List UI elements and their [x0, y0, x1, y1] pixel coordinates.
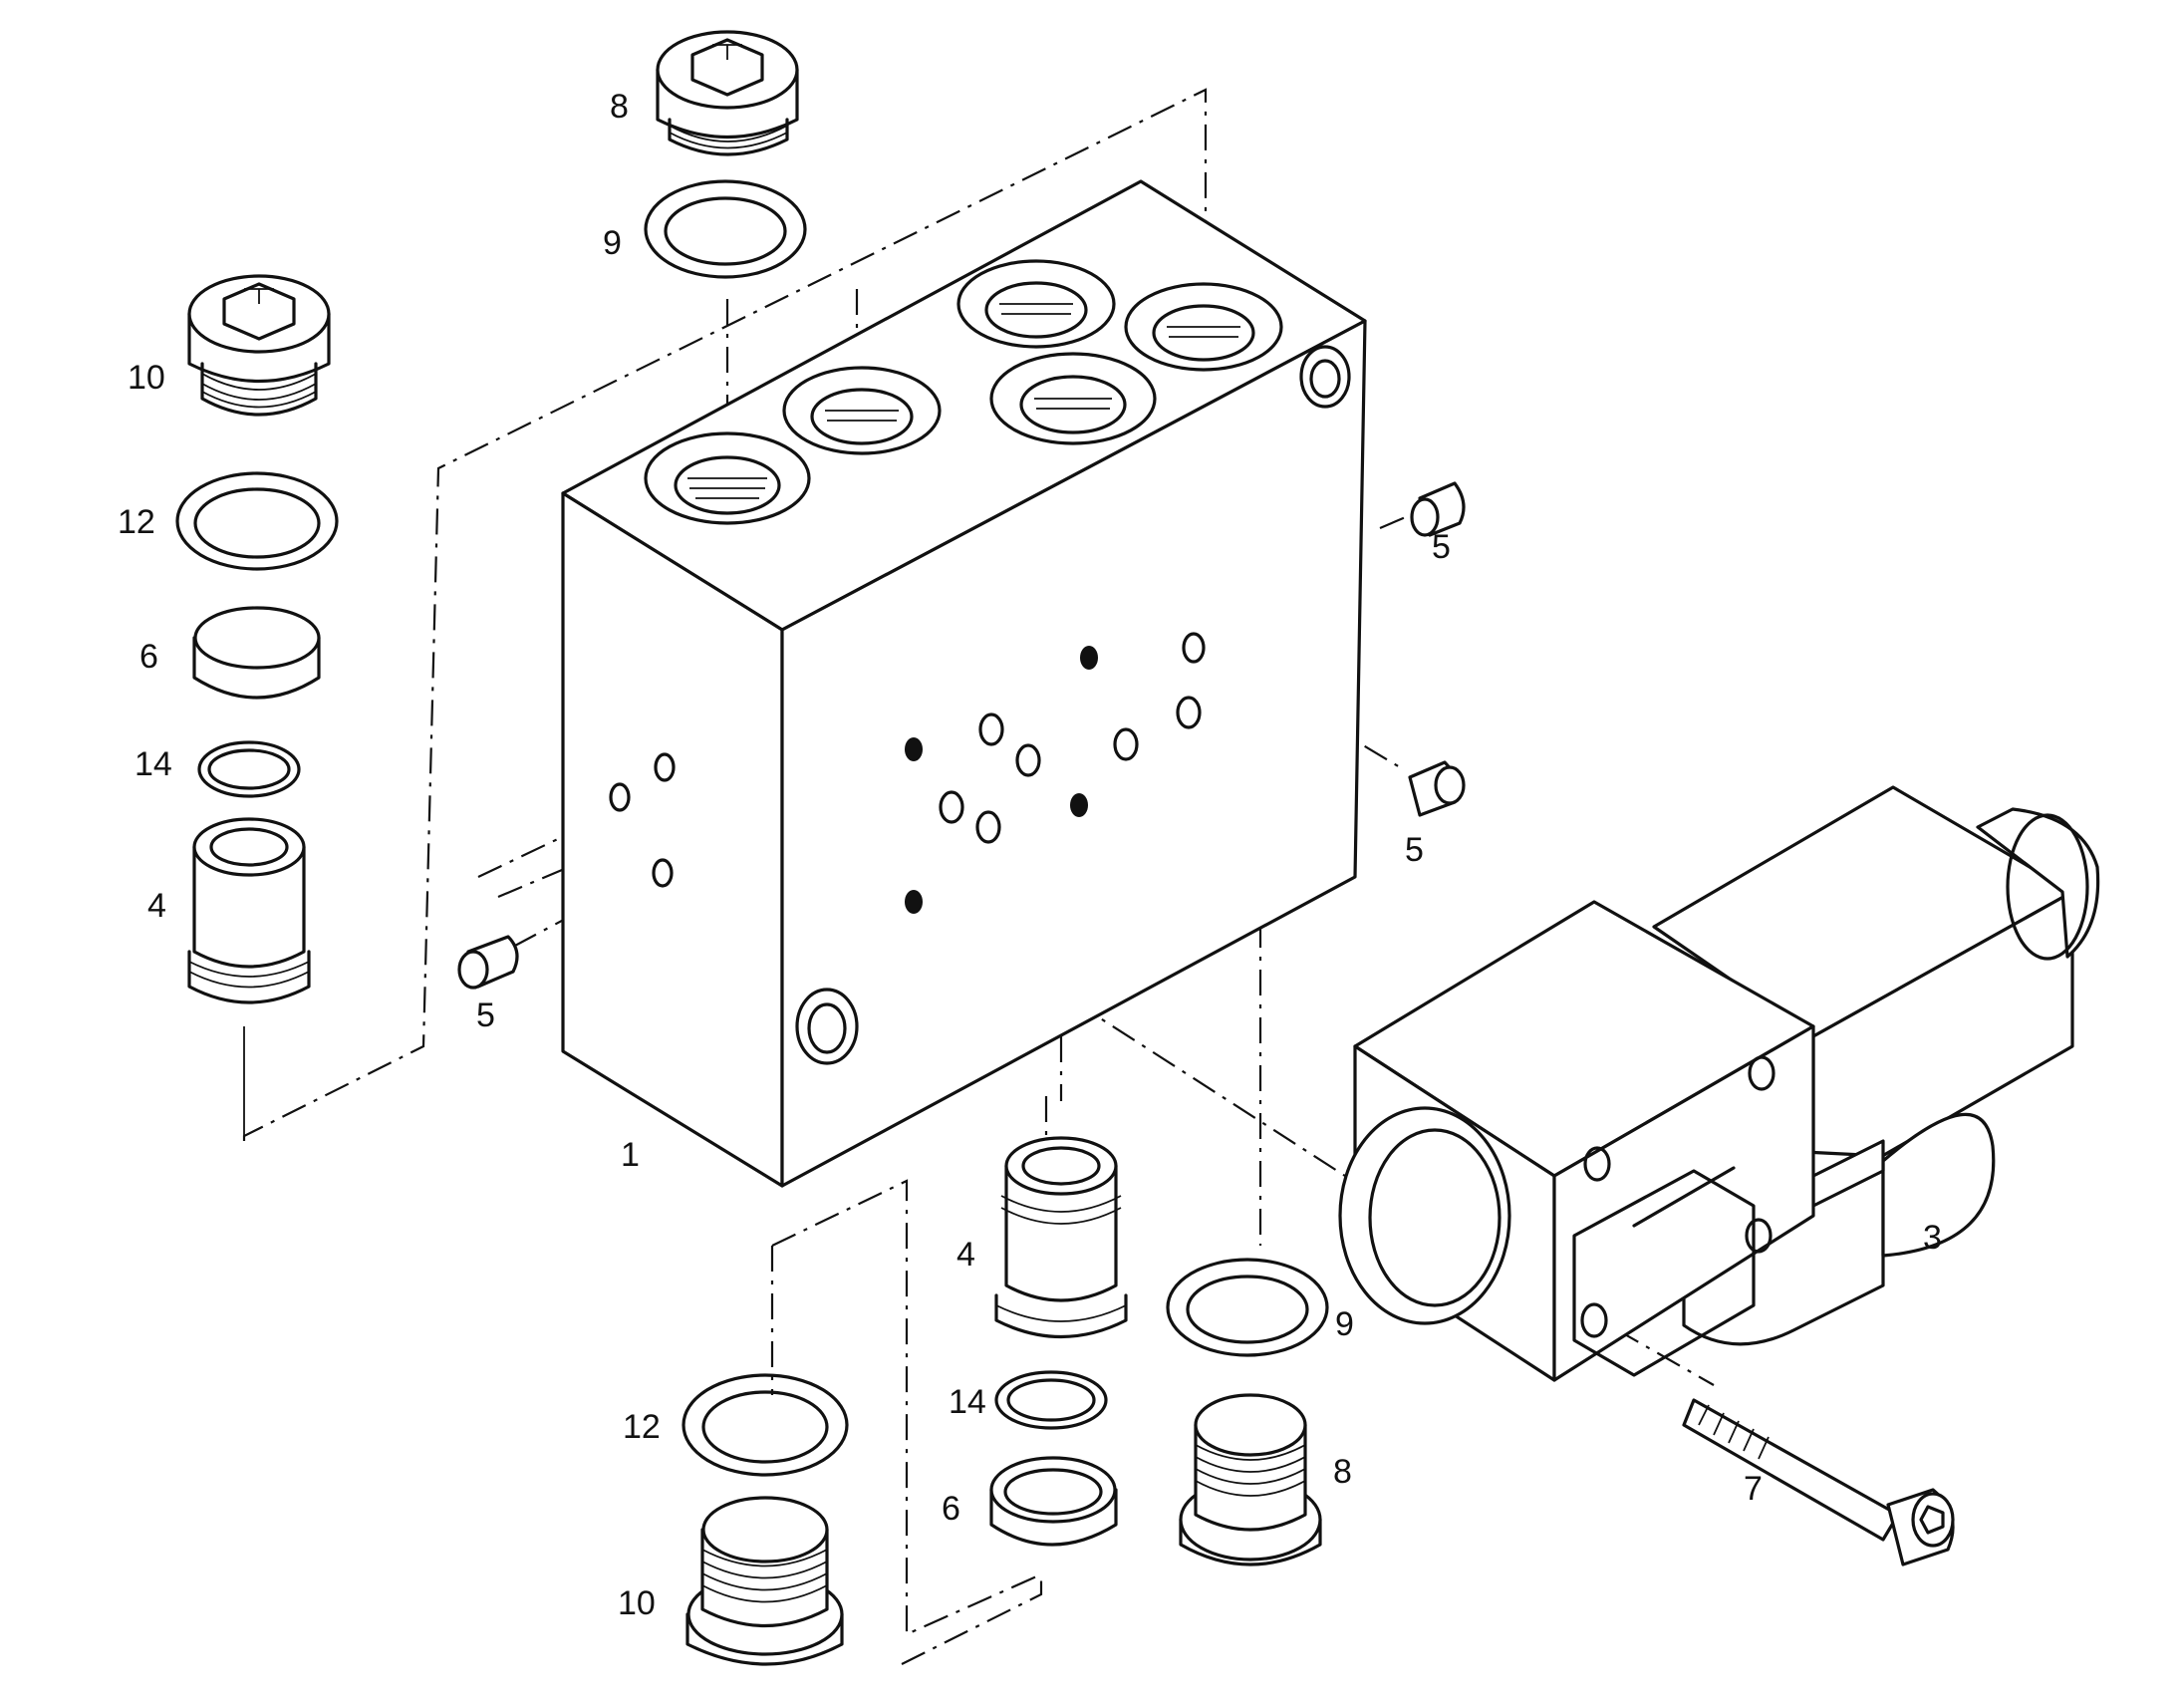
seal-ring-12-left	[175, 471, 339, 571]
plug-5-right-top	[1410, 481, 1466, 537]
manifold-block	[561, 179, 1367, 1188]
cap-6-left	[192, 606, 321, 700]
cap-6-bottom	[989, 1456, 1118, 1547]
plug-10-left	[187, 274, 331, 417]
seal-ring-9-top	[644, 179, 807, 279]
plug-8-bottom	[1179, 1393, 1322, 1566]
cartridge-4-left	[187, 817, 311, 1141]
seal-ring-9-bottom	[1166, 1258, 1329, 1357]
callout-8-top: 8	[610, 88, 629, 126]
callout-5-right-top: 5	[1432, 528, 1451, 566]
callout-4-left: 4	[147, 887, 166, 925]
callout-9-bottom: 9	[1335, 1305, 1354, 1343]
callout-8-bottom: 8	[1333, 1453, 1352, 1491]
o-ring-14-left	[197, 740, 301, 798]
callout-10-left: 10	[128, 359, 165, 397]
callout-3: 3	[1923, 1219, 1942, 1257]
plug-10-bottom	[685, 1496, 844, 1666]
o-ring-14-bottom	[994, 1370, 1108, 1430]
seal-ring-12-bottom	[682, 1373, 849, 1477]
callout-5-right-mid: 5	[1405, 831, 1424, 869]
callout-12-left: 12	[118, 503, 155, 541]
callout-9-top: 9	[603, 224, 622, 262]
callout-6-bottom: 6	[942, 1490, 960, 1528]
plug-8-top	[656, 30, 799, 156]
callout-5-left: 5	[476, 996, 495, 1034]
callout-10-bottom: 10	[618, 1584, 656, 1622]
cap-screw-7	[1682, 1398, 1955, 1566]
callout-14-left: 14	[135, 745, 172, 783]
callout-4-bottom: 4	[956, 1236, 975, 1274]
callout-6-left: 6	[139, 638, 158, 676]
top-ports	[644, 259, 1351, 525]
callout-12-bottom: 12	[623, 1408, 661, 1446]
solenoid-valve	[1338, 785, 2100, 1382]
callout-14-bottom: 14	[949, 1383, 986, 1421]
face-holes	[905, 632, 1206, 914]
callout-7: 7	[1744, 1470, 1763, 1508]
plug-5-left	[457, 935, 519, 990]
callouts: 8 9 10 12 6 14 4 5 1 5 5 3 4 9 12 14 8 6…	[118, 88, 1942, 1622]
plug-5-right-mid	[1408, 760, 1466, 817]
callout-1: 1	[621, 1136, 640, 1174]
cartridge-4-bottom	[994, 1136, 1128, 1339]
